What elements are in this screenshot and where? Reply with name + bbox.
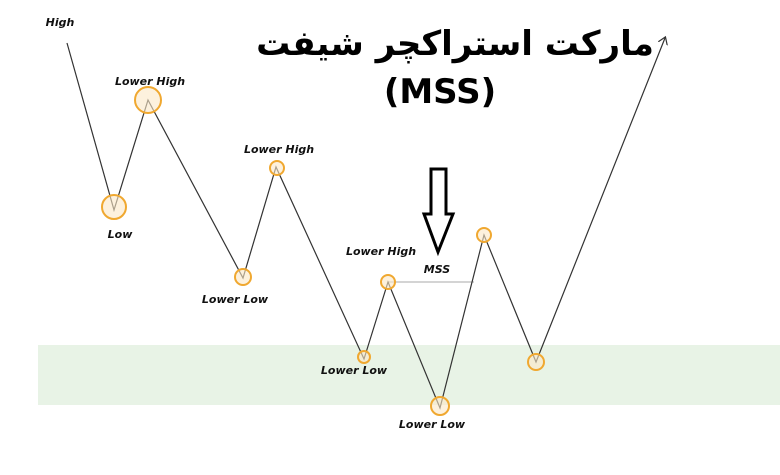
low-point [101,194,127,220]
lower-low-point [430,396,450,416]
higher-high-point [476,227,492,243]
demand-zone [38,345,780,405]
label-lower-high: Lower High [346,245,416,258]
title: مارکت استراکچر شیفت [256,24,654,64]
down-arrow-icon [421,167,456,257]
label-lower-low: Lower Low [321,364,388,377]
label-lower-low: Lower Low [202,293,269,306]
higher-low-point [527,353,545,371]
label-high: High [46,16,75,29]
lower-high-point [380,274,396,290]
lower-low-point [357,350,371,364]
lower-low-point [234,268,252,286]
label-low: Low [108,228,134,241]
subtitle: (MSS) [384,72,496,112]
label-lower-high: Lower High [244,143,314,156]
label-mss: MSS [424,263,450,276]
label-lower-low: Lower Low [399,418,466,431]
lower-high-point [134,86,162,114]
label-lower-high: Lower High [115,75,185,88]
lower-high-point [269,160,285,176]
